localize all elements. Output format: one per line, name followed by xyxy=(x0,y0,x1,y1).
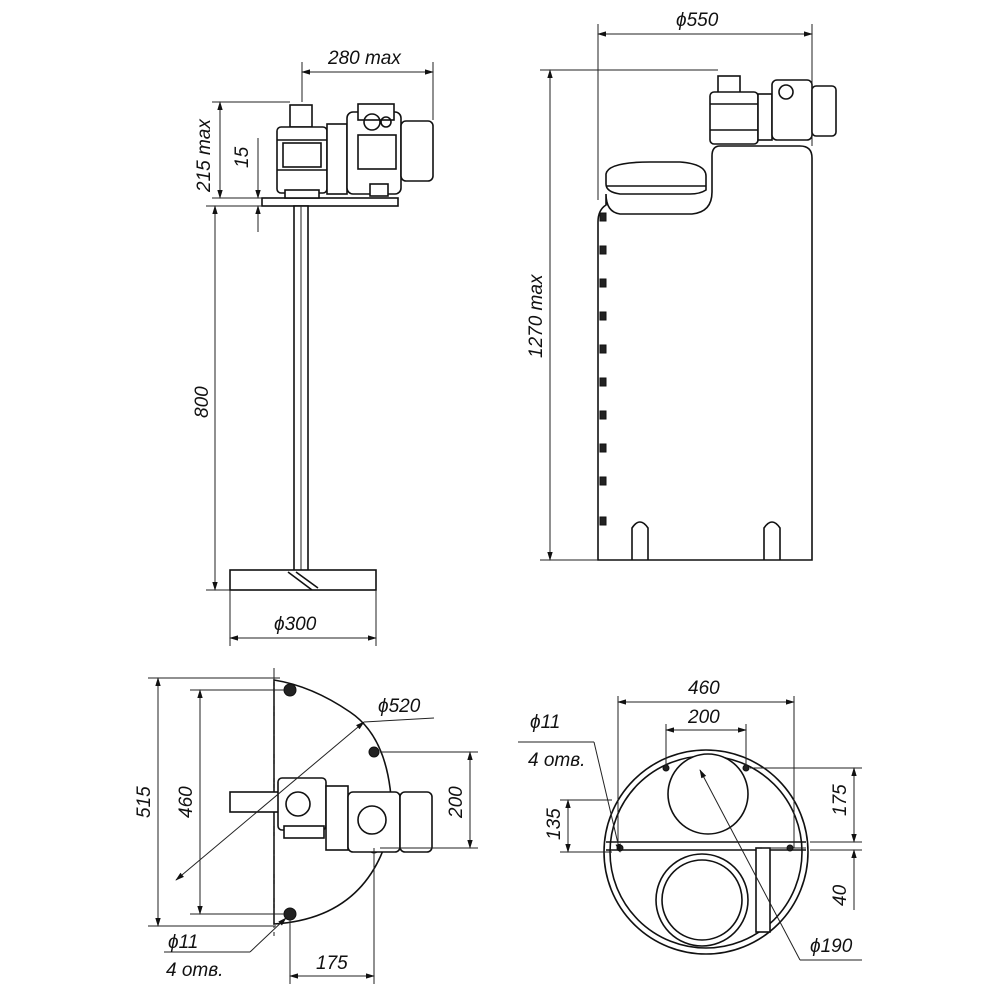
dim-label-800: 800 xyxy=(192,386,213,418)
dim-d300: ϕ300 xyxy=(229,590,377,646)
dim-label-plan-d190: ϕ190 xyxy=(810,936,853,957)
dim-plan-175: 175 xyxy=(750,767,862,843)
plan-hole-callout-diameter: ϕ11 xyxy=(530,712,560,733)
dim-plan-460: 460 xyxy=(617,678,795,848)
dim-label-plan-40: 40 xyxy=(830,884,851,906)
dim-label-200: 200 xyxy=(446,786,467,819)
mixer-side-view: 280 max 215 max 15 800 ϕ300 xyxy=(192,48,434,646)
dim-d520: ϕ520 xyxy=(378,696,421,717)
dim-d550: ϕ550 xyxy=(597,10,813,200)
hole-callout-diameter: ϕ11 xyxy=(168,932,198,953)
dim-label-460: 460 xyxy=(176,786,197,818)
dim-label-d520: ϕ520 xyxy=(378,696,421,717)
electric-motor xyxy=(326,103,434,197)
tank-mixer-motor xyxy=(709,75,837,145)
mixer-port xyxy=(667,753,749,835)
dim-label-plan-175: 175 xyxy=(830,784,851,816)
dim-label-plan-135: 135 xyxy=(544,808,565,840)
dim-200: 200 xyxy=(380,751,478,849)
tank-lid xyxy=(605,161,707,195)
dim-label-d300: ϕ300 xyxy=(274,614,317,635)
large-port xyxy=(655,853,749,947)
tank-front-view: ϕ550 1270 max xyxy=(526,10,837,561)
dim-label-280max: 280 max xyxy=(327,48,402,69)
impeller-blade xyxy=(229,569,377,591)
tank-body xyxy=(597,145,813,561)
dim-label-175: 175 xyxy=(316,953,348,974)
dim-175: 175 xyxy=(289,848,375,984)
dim-plan-40: 40 xyxy=(810,849,862,910)
dim-label-215max: 215 max xyxy=(194,118,215,193)
mount-hole-right xyxy=(368,746,380,758)
dim-label-plan-460: 460 xyxy=(688,678,720,699)
dim-label-d550: ϕ550 xyxy=(676,10,719,31)
dim-label-plan-200: 200 xyxy=(687,707,720,728)
mixer-plan-view: ϕ520 515 460 200 175 ϕ xyxy=(134,668,478,984)
dim-280max: 280 max xyxy=(301,48,434,120)
dim-label-1270max: 1270 max xyxy=(526,273,547,358)
dim-515: 515 xyxy=(134,677,280,927)
dim-plan-d190: ϕ190 xyxy=(699,769,862,961)
dim-1270max: 1270 max xyxy=(526,69,718,561)
hole-callout: ϕ11 4 отв. xyxy=(164,917,287,981)
tank-plan-view: 460 200 135 175 40 ϕ11 xyxy=(518,678,862,961)
mount-hole-top xyxy=(283,683,297,697)
plan-hole-callout-count: 4 отв. xyxy=(528,750,585,771)
dim-label-515: 515 xyxy=(134,786,155,818)
plan-hole-callout: ϕ11 4 отв. xyxy=(518,712,621,853)
tank-side-bosses xyxy=(599,212,607,526)
dim-15: 15 xyxy=(232,138,262,232)
mounting-plate xyxy=(261,197,399,207)
dim-460: 460 xyxy=(176,689,284,915)
gearbox xyxy=(276,104,328,199)
dim-plan-135: 135 xyxy=(544,799,612,853)
hole-callout-count: 4 отв. xyxy=(166,960,223,981)
dim-label-15: 15 xyxy=(232,146,253,168)
dim-215max: 215 max xyxy=(194,101,290,199)
dim-800: 800 xyxy=(192,205,262,591)
dim-plan-200: 200 xyxy=(665,707,747,768)
